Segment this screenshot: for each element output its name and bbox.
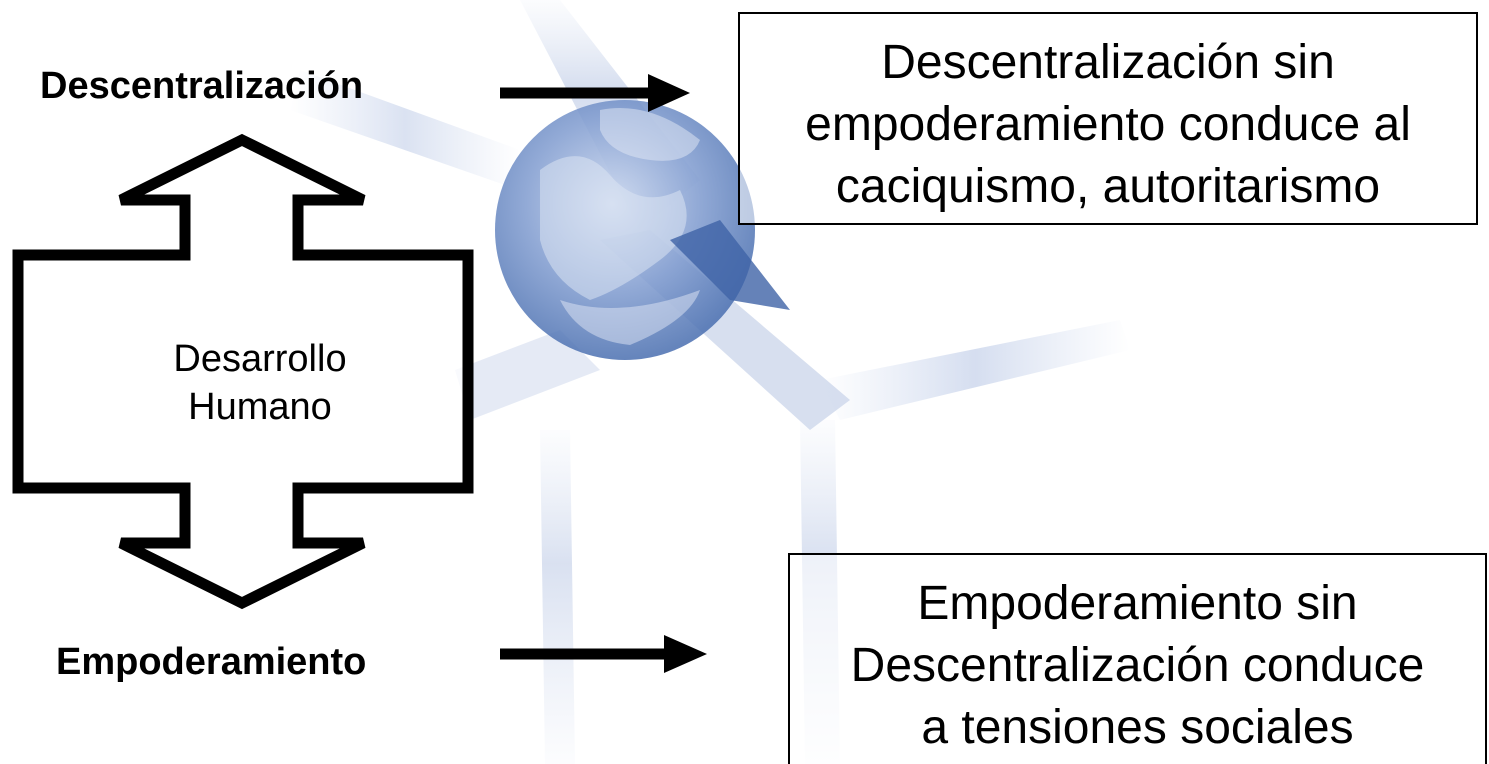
outcome-box-bottom-line: Descentralización conduce [850,639,1425,692]
label-empoderamiento: Empoderamiento [56,641,367,683]
double-headed-block-arrow [12,133,474,610]
outcome-box-bottom-line: Empoderamiento sin [917,577,1358,630]
center-label-desarrollo-humano: Desarrollo Humano [120,335,400,431]
arrow-to-top-box [500,74,690,112]
center-label-line: Desarrollo [173,338,347,380]
outcome-box-top: Descentralización sin empoderamiento con… [738,12,1478,225]
outcome-box-top-line: caciquismo, autoritarismo [835,160,1381,213]
outcome-box-bottom-line: a tensiones sociales [921,701,1354,754]
outcome-box-top-line: empoderamiento conduce al [805,98,1411,151]
center-label-line: Humano [188,386,332,428]
outcome-box-top-line: Descentralización sin [881,36,1335,89]
arrow-to-bottom-box [500,635,707,673]
label-descentralizacion: Descentralización [40,65,364,107]
outcome-box-bottom: Empoderamiento sin Descentralización con… [788,553,1487,764]
